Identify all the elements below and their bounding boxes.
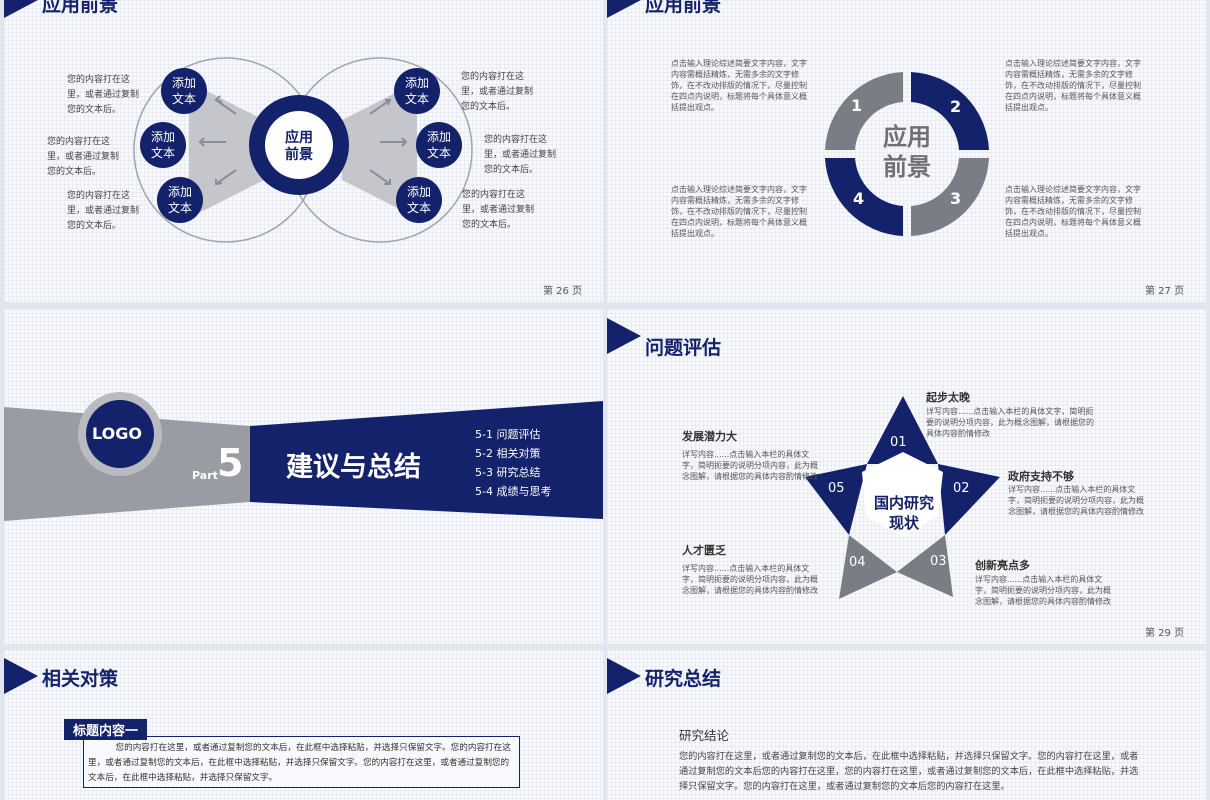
slide-title: 问题评估 xyxy=(645,337,722,359)
page-number: 第 29 页 xyxy=(1145,628,1185,639)
item-text-4: 详写内容......点击输入本栏的具体文字，简明扼要的说明分项内容，此为概念图解… xyxy=(682,564,818,595)
node-right-top[interactable]: 添加文本 xyxy=(394,68,440,114)
node-right-middle[interactable]: 添加文本 xyxy=(416,122,462,168)
node-left-top[interactable]: 添加文本 xyxy=(161,68,207,114)
quadrant-number-4: 4 xyxy=(853,189,865,208)
star-number-01: 01 xyxy=(890,435,907,450)
node-left-bottom[interactable]: 添加文本 xyxy=(157,177,203,223)
section-item-1[interactable]: 5-1 问题评估 xyxy=(475,428,541,441)
text-bottom-right: 点击输入理论综述简要文字内容，文字内容需概括精炼，无需多余的文字修饰，在不改动排… xyxy=(1005,185,1141,238)
box-text: 您的内容打在这里，或者通过复制您的文本后，在此框中选择粘贴，并选择只保留文字。您… xyxy=(88,743,511,783)
header-triangle-icon xyxy=(4,658,38,694)
header-triangle-icon xyxy=(607,0,641,18)
slide-29[interactable]: 问题评估 01 02 03 04 05 国内研究现状 起步太晚 详写内容....… xyxy=(607,309,1206,644)
node-left-middle[interactable]: 添加文本 xyxy=(140,122,186,168)
page-number: 第 26 页 xyxy=(543,286,583,297)
node-right-bottom[interactable]: 添加文本 xyxy=(396,177,442,223)
quadrant-number-1: 1 xyxy=(851,96,863,115)
text-right-top: 您的内容打在这里，或者通过复制您的文本后。 xyxy=(461,72,534,112)
text-right-bottom: 您的内容打在这里，或者通过复制您的文本后。 xyxy=(462,190,535,230)
part-label: Part xyxy=(192,469,218,482)
part-number: 5 xyxy=(217,441,244,485)
page-number: 第 27 页 xyxy=(1145,286,1185,297)
venn-diagram xyxy=(133,57,473,243)
header-triangle-icon xyxy=(4,0,38,18)
quadrant-number-3: 3 xyxy=(950,189,962,208)
center-label: 应用前景 xyxy=(883,123,931,181)
item-text-1: 详写内容......点击输入本栏的具体文字，简明扼要的说明分项内容，此为概念图解… xyxy=(926,407,1094,438)
item-text-5: 详写内容......点击输入本栏的具体文字，简明扼要的说明分项内容，此为概念图解… xyxy=(682,450,818,481)
item-heading-1: 起步太晚 xyxy=(926,391,970,404)
text-left-top: 您的内容打在这里，或者通过复制您的文本后。 xyxy=(67,75,140,115)
star-number-03: 03 xyxy=(930,554,947,569)
section-item-4[interactable]: 5-4 成绩与思考 xyxy=(475,485,552,498)
section-item-3[interactable]: 5-3 研究总结 xyxy=(475,466,541,479)
section-title: 建议与总结 xyxy=(286,452,421,483)
text-left-bottom: 您的内容打在这里，或者通过复制您的文本后。 xyxy=(67,191,140,231)
item-text-3: 详写内容......点击输入本栏的具体文字，简明扼要的说明分项内容，此为概念图解… xyxy=(975,575,1111,606)
slide-28-section[interactable]: LOGO Part 5 建议与总结 5-1 问题评估 5-2 相关对策 5-3 … xyxy=(4,309,603,644)
header-triangle-icon xyxy=(607,318,641,354)
text-top-right: 点击输入理论综述简要文字内容，文字内容需概括精炼，无需多余的文字修饰，在不改动排… xyxy=(1005,59,1141,112)
item-heading-3: 创新亮点多 xyxy=(975,559,1030,572)
star-number-05: 05 xyxy=(828,481,845,496)
text-top-left: 点击输入理论综述简要文字内容，文字内容需概括精炼，无需多余的文字修饰，在不改动排… xyxy=(671,59,807,112)
text-bottom-left: 点击输入理论综述简要文字内容，文字内容需概括精炼，无需多余的文字修饰，在不改动排… xyxy=(671,185,807,238)
star-number-04: 04 xyxy=(849,555,866,570)
logo: LOGO xyxy=(92,424,142,443)
center-label: 应用前景 xyxy=(285,130,313,163)
slide-title: 应用前景 xyxy=(645,0,722,16)
slide-31[interactable]: 研究总结 研究结论 您的内容打在这里，或者通过复制您的文本后，在此框中选择粘贴，… xyxy=(607,650,1206,800)
slide-title: 应用前景 xyxy=(42,0,119,16)
slide-27[interactable]: 应用前景 1 2 3 4 应用前景 点击输入理论综述简要文字内容，文字内容需概括… xyxy=(607,0,1206,302)
item-heading-2: 政府支持不够 xyxy=(1008,470,1074,483)
slide-title: 研究总结 xyxy=(645,668,722,690)
text-left-middle: 您的内容打在这里，或者通过复制您的文本后。 xyxy=(47,137,120,177)
box-title: 标题内容一 xyxy=(64,719,148,740)
section-banner xyxy=(4,392,603,521)
conclusion-subtitle: 研究结论 xyxy=(679,728,730,743)
header-triangle-icon xyxy=(607,658,641,694)
section-item-2[interactable]: 5-2 相关对策 xyxy=(475,447,541,460)
item-heading-4: 人才匮乏 xyxy=(682,544,726,557)
slide-26[interactable]: 应用前景 应用前景 添加文本 添加文本 添加文本 添加文本 添加文本 添加文本 … xyxy=(4,0,603,302)
slide-title: 相关对策 xyxy=(42,668,119,690)
item-text-2: 详写内容......点击输入本栏的具体文字，简明扼要的说明分项内容，此为概念图解… xyxy=(1008,485,1144,516)
center-label: 国内研究现状 xyxy=(874,494,935,532)
star-number-02: 02 xyxy=(953,481,970,496)
four-quadrant-ring xyxy=(825,72,989,236)
star-diagram xyxy=(805,396,1000,599)
item-heading-5: 发展潜力大 xyxy=(682,430,737,443)
conclusion-text: 您的内容打在这里，或者通过复制您的文本后，在此框中选择粘贴，并选择只保留文字。您… xyxy=(679,751,1139,792)
quadrant-number-2: 2 xyxy=(950,97,962,116)
content-box xyxy=(83,736,520,788)
slide-30[interactable]: 相关对策 标题内容一 您的内容打在这里，或者通过复制您的文本后，在此框中选择粘贴… xyxy=(4,650,603,800)
text-right-middle: 您的内容打在这里，或者通过复制您的文本后。 xyxy=(484,135,557,175)
